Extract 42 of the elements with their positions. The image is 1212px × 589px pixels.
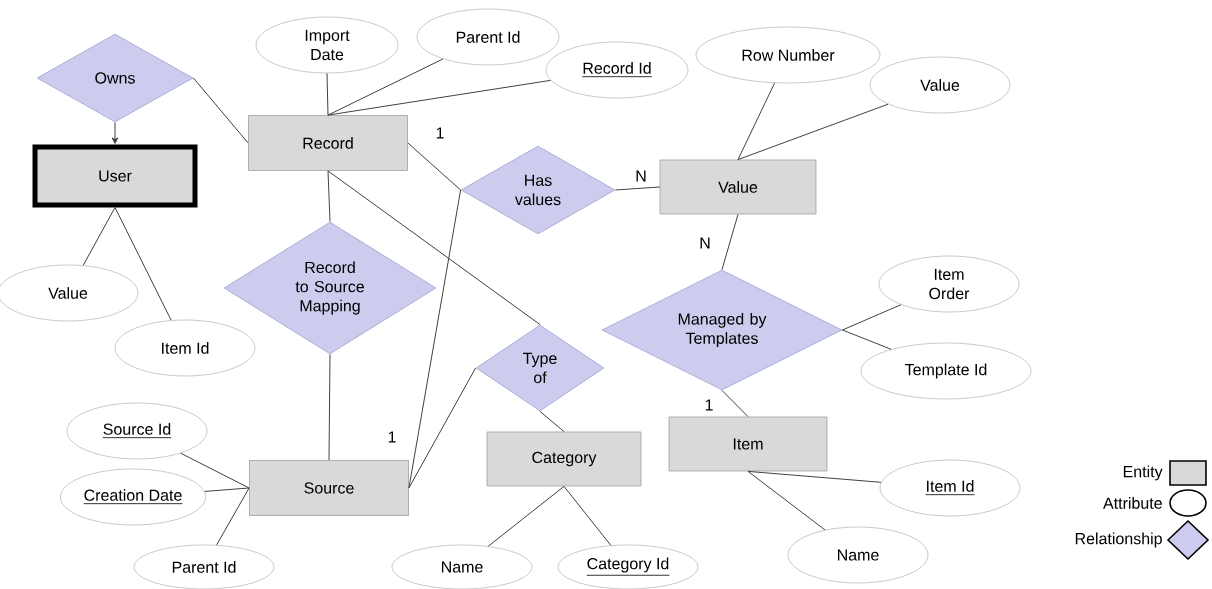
connector-line <box>408 189 462 489</box>
connector-line <box>721 389 749 418</box>
entity-box: User <box>32 144 198 208</box>
arrow <box>111 121 119 144</box>
legend-label: Attribute <box>1103 497 1162 509</box>
legend-label: Relationship <box>1075 532 1162 548</box>
connector-line <box>614 186 661 191</box>
connector-line <box>408 367 477 489</box>
connector-line <box>327 170 541 326</box>
entity-box: Item <box>668 416 828 472</box>
cardinality-label: 1 <box>433 125 447 141</box>
connector-line <box>721 213 739 271</box>
connector-line <box>204 487 250 492</box>
entity-box: Record <box>248 115 408 171</box>
connector-line <box>114 207 172 321</box>
connector-line <box>563 485 612 546</box>
connector-line <box>747 470 826 531</box>
entity-box: Value <box>659 159 817 215</box>
connector-line <box>487 485 565 547</box>
connector-line <box>841 329 892 350</box>
connector-line <box>747 470 882 483</box>
connector-line <box>737 103 889 161</box>
connector-line <box>326 72 329 116</box>
connector-line <box>180 452 250 489</box>
cardinality-label: 1 <box>702 397 716 413</box>
connector-line <box>737 82 776 161</box>
legend-label: Entity <box>1123 465 1163 481</box>
connector-line <box>192 77 249 144</box>
connector-line <box>327 58 444 116</box>
connector-line <box>327 170 331 223</box>
connector-line <box>539 410 565 433</box>
connector-line <box>327 79 552 116</box>
cardinality-label: 1 <box>385 429 399 445</box>
connector-line <box>407 142 462 191</box>
connector-line <box>82 207 116 266</box>
entity-box: Category <box>486 431 642 487</box>
cardinality-label: N <box>697 235 713 251</box>
cardinality-label: N <box>633 168 649 184</box>
entity-box: Source <box>249 460 409 516</box>
connector-line <box>216 487 250 546</box>
connector-line <box>328 353 331 461</box>
connector-line <box>841 304 902 331</box>
